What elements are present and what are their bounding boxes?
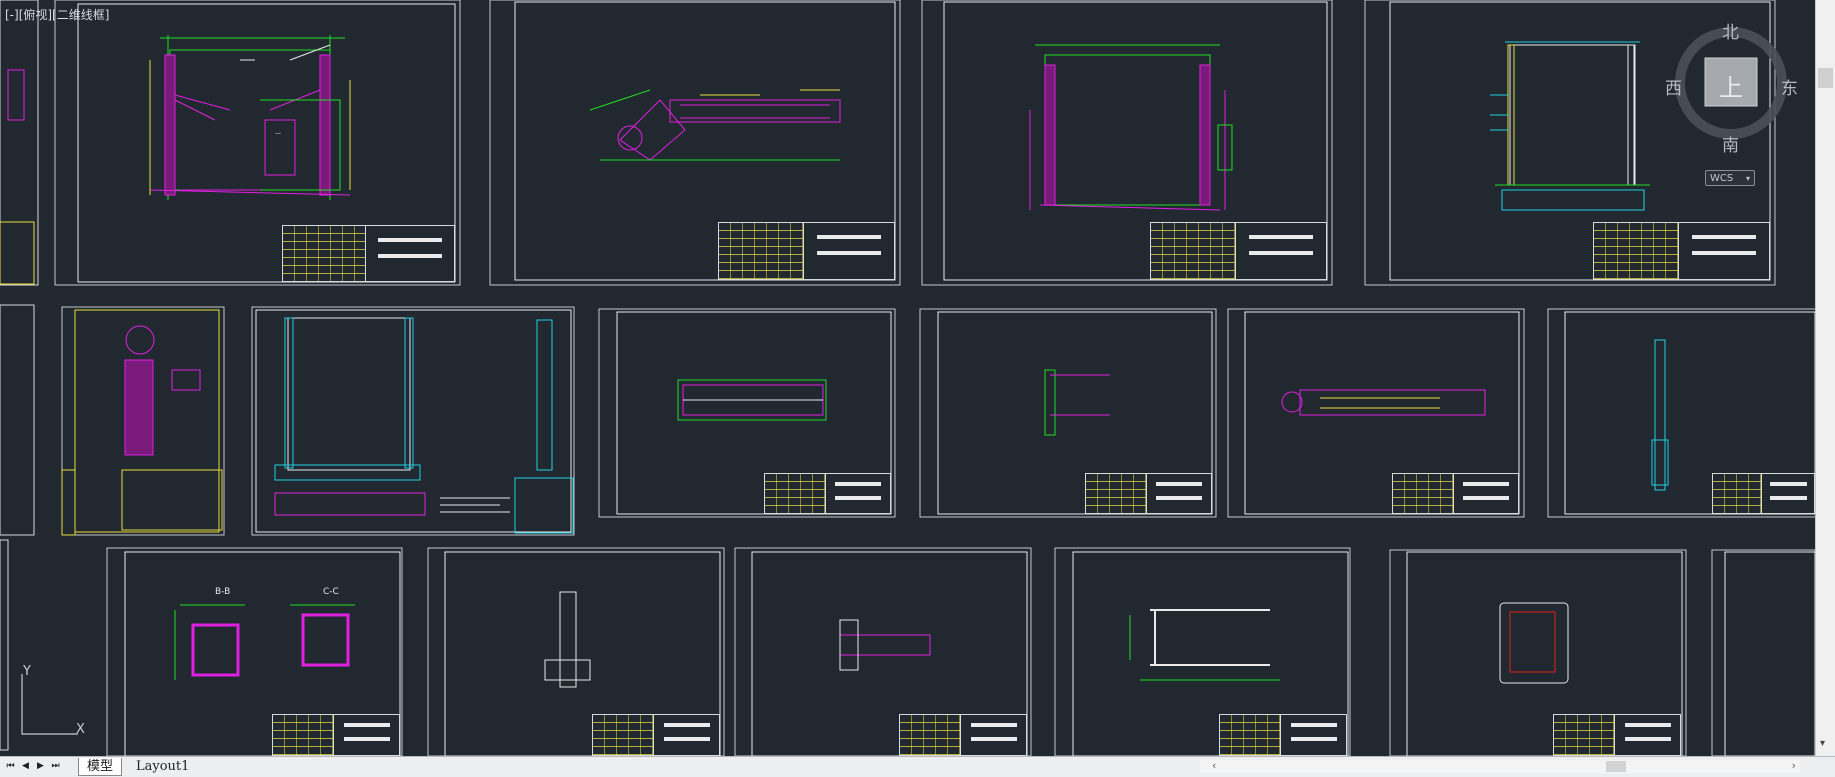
first-tab-icon[interactable]: ⏮ <box>6 761 15 771</box>
sheet-row3-1: B-B C-C <box>106 547 403 756</box>
viewcube-south-label[interactable]: 南 <box>1722 136 1739 156</box>
sheet-row3-2 <box>427 547 725 756</box>
ucs-icon: Y X <box>18 664 93 737</box>
sheet-row2-5 <box>1227 308 1525 518</box>
tab-layout1[interactable]: Layout1 <box>136 759 190 774</box>
title-block <box>272 714 400 756</box>
sheet-row2-6 <box>1547 308 1815 518</box>
model-space-viewport[interactable]: [-][俯视][二维线框] — <box>0 0 1815 756</box>
sheet-row2-3 <box>598 308 896 518</box>
sheet-row3-6 <box>1711 549 1815 756</box>
sheet-row1-1: — <box>54 0 461 286</box>
sheet-row1-4 <box>1364 0 1776 286</box>
last-tab-icon[interactable]: ⏭ <box>51 761 60 771</box>
sheet-row3-5 <box>1389 549 1687 756</box>
title-block <box>1085 473 1212 514</box>
title-block <box>1150 222 1327 280</box>
wcs-label: WCS <box>1710 173 1734 184</box>
next-tab-icon[interactable]: ▶ <box>37 761 44 771</box>
horizontal-scroll-thumb[interactable] <box>1606 761 1626 772</box>
chevron-down-icon: ▾ <box>1745 174 1750 183</box>
title-block <box>718 222 895 280</box>
svg-text:—: — <box>275 130 281 137</box>
viewcube-top-face[interactable]: 上 <box>1719 74 1743 102</box>
wcs-button[interactable]: WCS ▾ <box>1705 170 1755 186</box>
viewcube-north-label[interactable]: 北 <box>1722 23 1739 43</box>
viewcube-east-label[interactable]: 东 <box>1781 79 1798 99</box>
scroll-right-icon[interactable]: › <box>1791 759 1796 772</box>
tab-model[interactable]: 模型 <box>78 758 123 776</box>
title-block <box>899 714 1027 756</box>
title-block <box>1392 473 1519 514</box>
title-block <box>1553 714 1681 756</box>
title-block <box>1219 714 1347 756</box>
sheet-row3-4 <box>1054 547 1351 756</box>
viewcube[interactable]: 北 西 东 南 上 WCS ▾ <box>1665 15 1815 186</box>
sheet-row1-2 <box>489 0 901 286</box>
sheet-row3-3 <box>734 547 1032 756</box>
sheet-row1-3 <box>921 0 1333 286</box>
svg-text:C-C: C-C <box>323 587 339 597</box>
layout-tab-bar: ⏮ ◀ ▶ ⏭ 模型 Layout1 ‹ › <box>0 756 1835 777</box>
ucs-y-label: Y <box>23 664 31 679</box>
title-block <box>592 714 720 756</box>
sheet-row2-4 <box>919 308 1217 518</box>
sheet-row2-2 <box>251 306 575 536</box>
ucs-x-label: X <box>76 722 85 737</box>
title-block <box>1593 222 1770 280</box>
prev-tab-icon[interactable]: ◀ <box>22 761 29 771</box>
sheet-row2-1 <box>61 306 225 536</box>
horizontal-scrollbar[interactable]: ‹ › <box>1200 759 1800 773</box>
scroll-left-icon[interactable]: ‹ <box>1212 759 1217 772</box>
viewcube-west-label[interactable]: 西 <box>1665 79 1682 99</box>
viewcube-ring[interactable] <box>1665 15 1815 155</box>
title-block <box>282 225 455 282</box>
title-block <box>1712 473 1815 514</box>
drawing-canvas[interactable]: — <box>0 0 1815 756</box>
partial-sheet-left-top <box>0 0 39 751</box>
viewport-controls-label[interactable]: [-][俯视][二维线框] <box>5 8 110 22</box>
vertical-scrollbar[interactable]: ▾ <box>1815 0 1835 756</box>
svg-text:B-B: B-B <box>215 587 230 597</box>
vertical-scroll-thumb[interactable] <box>1818 68 1833 88</box>
scroll-down-icon[interactable]: ▾ <box>1820 738 1826 749</box>
partial-left-magenta <box>7 69 25 121</box>
title-block <box>764 473 891 514</box>
